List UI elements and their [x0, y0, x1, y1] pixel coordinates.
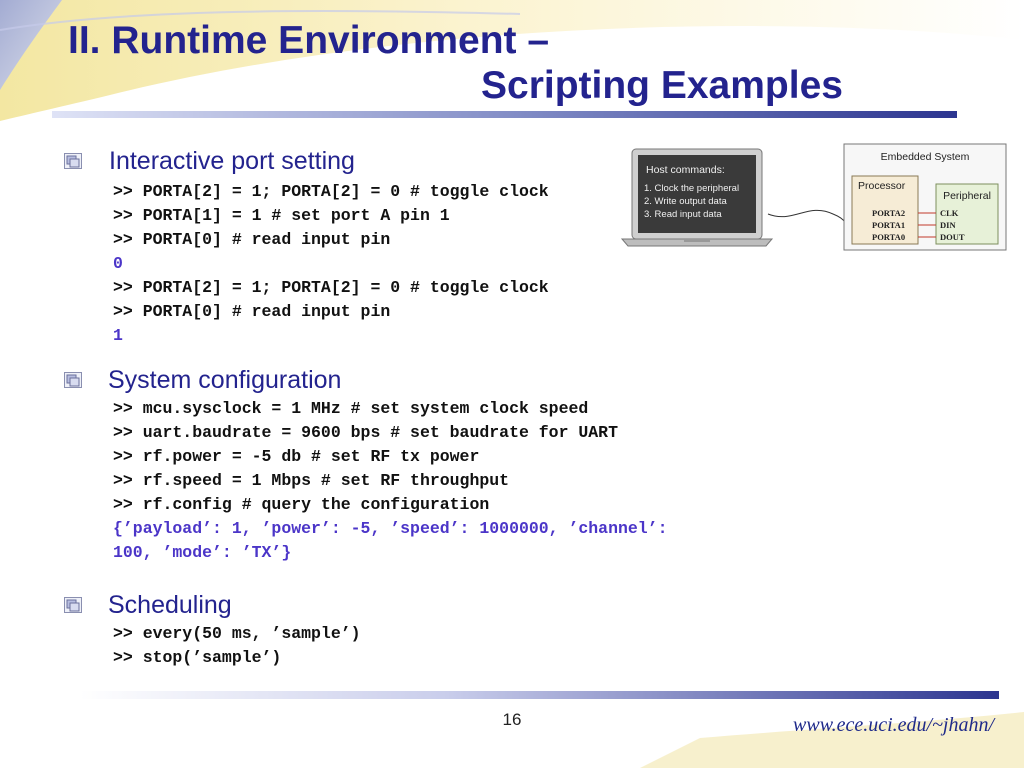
code-line: >> every(50 ms, ’sample’)	[113, 624, 361, 643]
code-line: >> rf.power = -5 db # set RF tx power	[113, 447, 480, 466]
peripheral-pin: DOUT	[940, 232, 965, 242]
section-heading-port-setting: Interactive port setting	[109, 147, 355, 175]
laptop-item: 1. Clock the peripheral	[644, 183, 739, 194]
processor-port: PORTA0	[872, 232, 905, 242]
code-line: >> uart.baudrate = 9600 bps # set baudra…	[113, 423, 618, 442]
laptop-item: 2. Write output data	[644, 196, 727, 207]
bullet-icon	[64, 597, 82, 613]
laptop-item: 3. Read input data	[644, 209, 722, 220]
code-output: 100, ’mode’: ’TX’}	[113, 543, 292, 562]
processor-port: PORTA1	[872, 220, 905, 230]
footer-rule	[80, 691, 999, 699]
page-number: 16	[502, 710, 522, 729]
code-output: 0	[113, 254, 123, 273]
slide-title-line1: II. Runtime Environment –	[68, 19, 550, 62]
code-line: >> PORTA[0] # read input pin	[113, 230, 391, 249]
host-embedded-diagram: Host commands: 1. Clock the peripheral 2…	[620, 143, 1007, 251]
slide-title-line2: Scripting Examples	[481, 64, 843, 107]
code-line: >> PORTA[1] = 1 # set port A pin 1	[113, 206, 450, 225]
section-heading-system-configuration: System configuration	[108, 366, 342, 394]
footer-url: www.ece.uci.edu/~jhahn/	[793, 714, 994, 736]
code-line: >> PORTA[2] = 1; PORTA[2] = 0 # toggle c…	[113, 182, 549, 201]
peripheral-pin: DIN	[940, 220, 956, 230]
code-output: {’payload’: 1, ’power’: -5, ’speed’: 100…	[113, 519, 668, 538]
signal-lines	[918, 212, 936, 238]
code-line: >> rf.config # query the configuration	[113, 495, 490, 514]
processor-box	[851, 175, 919, 245]
laptop-icon	[620, 148, 774, 247]
processor-port: PORTA2	[872, 208, 905, 218]
code-line: >> stop(’sample’)	[113, 648, 282, 667]
bullet-icon	[64, 153, 82, 169]
section-heading-scheduling: Scheduling	[108, 591, 232, 619]
code-line: >> PORTA[2] = 1; PORTA[2] = 0 # toggle c…	[113, 278, 549, 297]
code-line: >> PORTA[0] # read input pin	[113, 302, 391, 321]
peripheral-box	[935, 183, 999, 245]
bullet-icon	[64, 372, 82, 388]
peripheral-pin: CLK	[940, 208, 959, 218]
peripheral-label: Peripheral	[943, 190, 991, 202]
embedded-system-title: Embedded System	[881, 151, 970, 163]
code-line: >> rf.speed = 1 Mbps # set RF throughput	[113, 471, 510, 490]
connection-cable	[767, 209, 847, 231]
laptop-title: Host commands:	[646, 164, 725, 176]
code-line: >> mcu.sysclock = 1 MHz # set system clo…	[113, 399, 589, 418]
title-underline	[52, 111, 957, 118]
processor-label: Processor	[858, 180, 906, 192]
code-output: 1	[113, 326, 123, 345]
